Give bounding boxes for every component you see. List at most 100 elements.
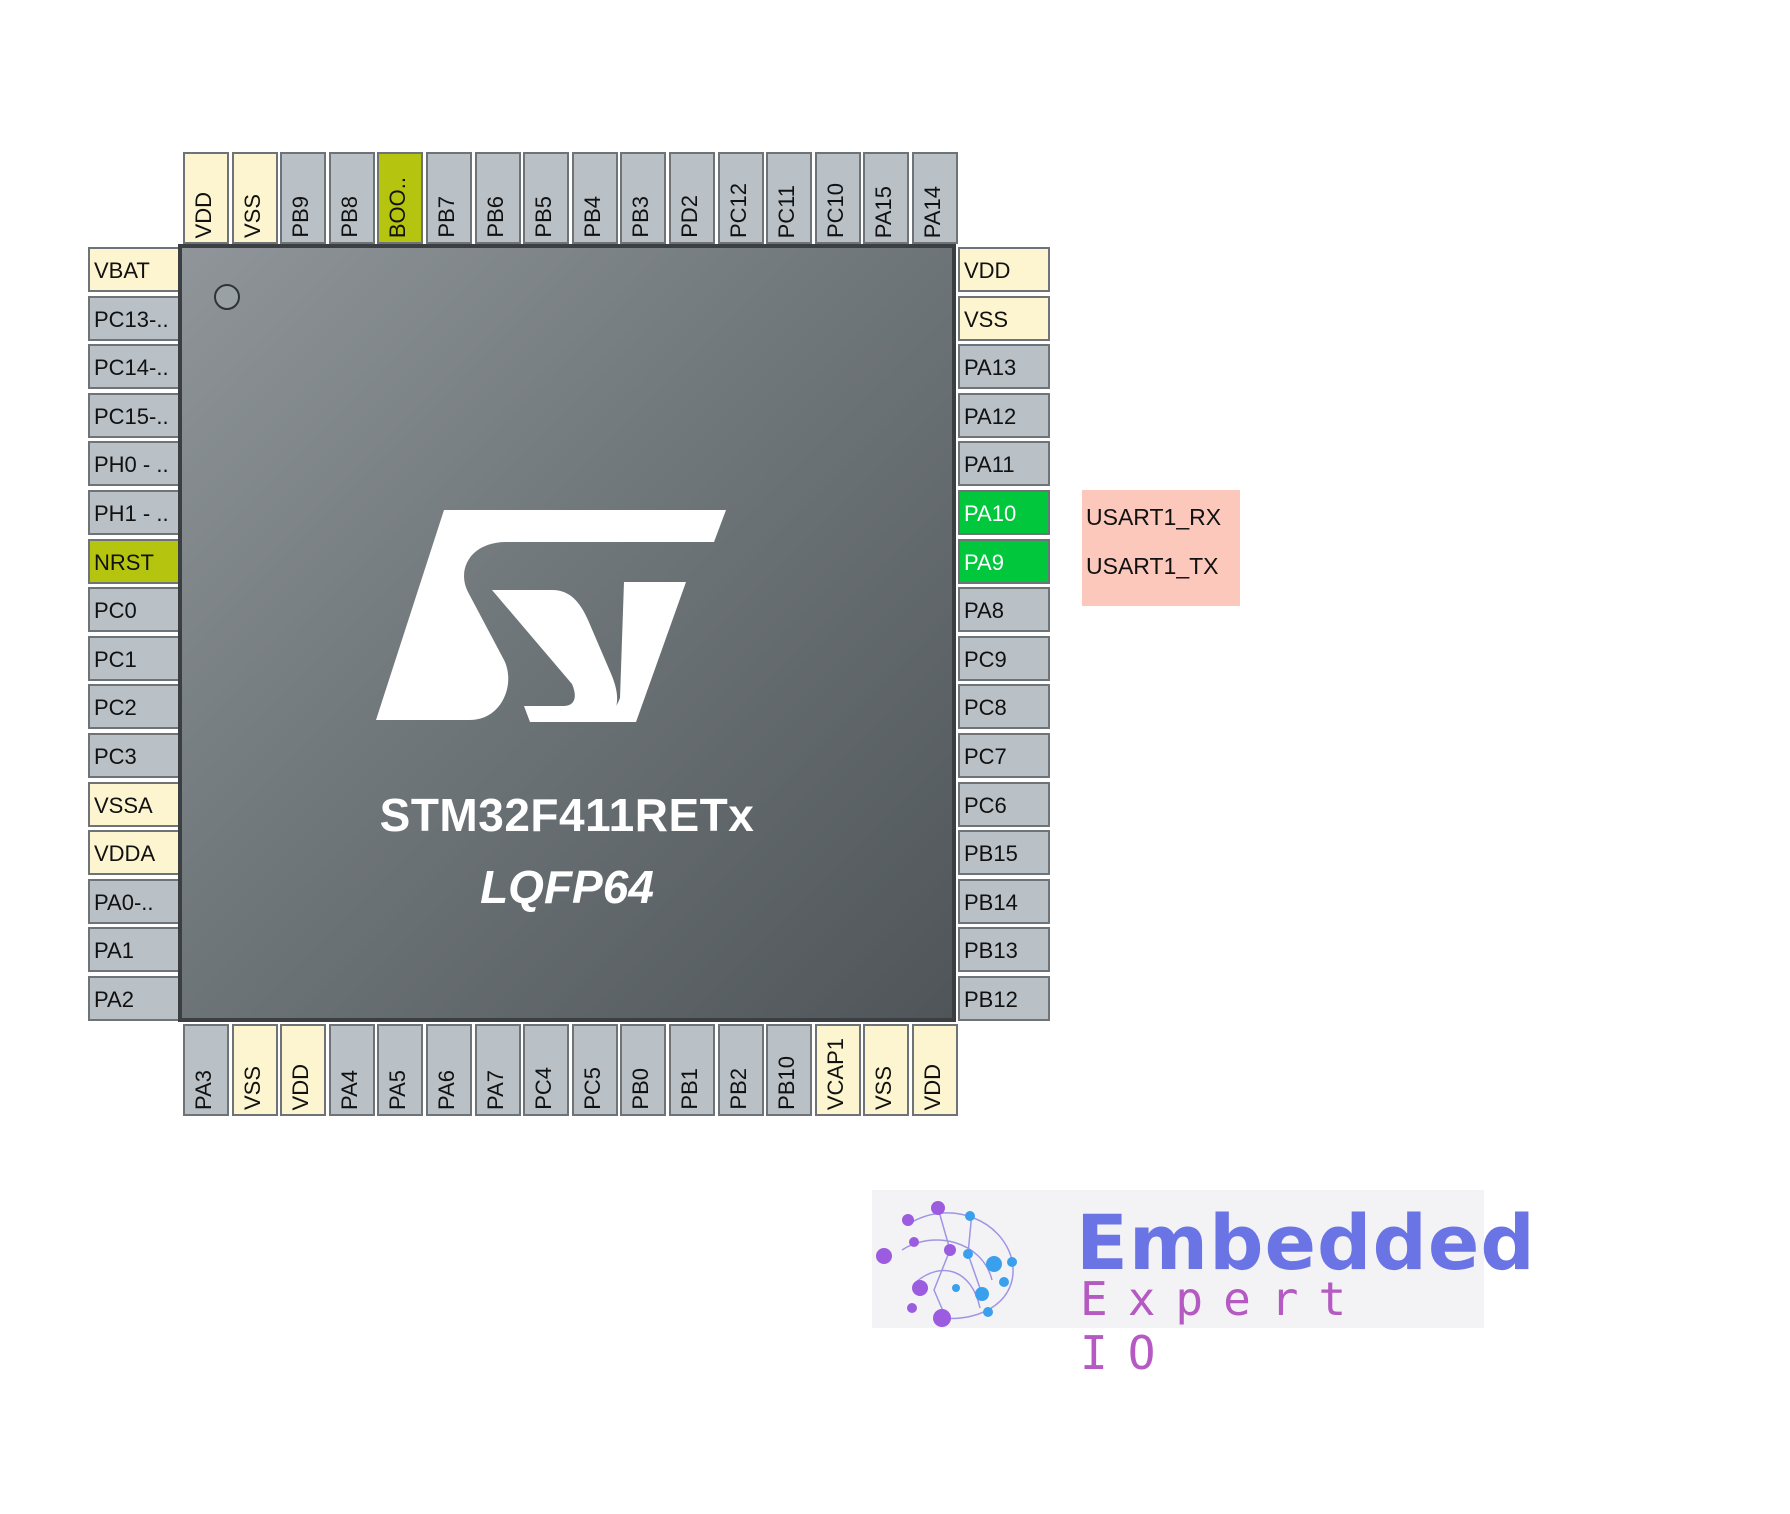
pin-label: PA3 xyxy=(191,1070,216,1110)
pin-top-vdd[interactable]: VDD xyxy=(183,152,229,244)
pin-right-pb13[interactable]: PB13 xyxy=(958,927,1050,973)
pin-bottom-pa3[interactable]: PA3 xyxy=(183,1024,229,1116)
signal-label-usart1-tx[interactable]: USART1_TX xyxy=(1086,553,1219,579)
pin-top-pb6[interactable]: PB6 xyxy=(474,152,521,244)
pin-label: PB6 xyxy=(482,196,508,238)
pin-right-pa13[interactable]: PA13 xyxy=(958,344,1050,390)
pin-label: PB9 xyxy=(288,196,314,238)
pin-top-boo[interactable]: BOO.. xyxy=(377,152,424,244)
pin-bottom-vdd[interactable]: VDD xyxy=(912,1024,958,1116)
pin-label: PC5 xyxy=(579,1067,605,1110)
pin-bottom-pa4[interactable]: PA4 xyxy=(328,1024,375,1116)
pin-bottom-vdd[interactable]: VDD xyxy=(280,1024,327,1116)
pin-top-pc11[interactable]: PC11 xyxy=(766,152,813,244)
pin-right-pb14[interactable]: PB14 xyxy=(958,878,1050,924)
pin-left-vdda[interactable]: VDDA xyxy=(88,830,180,876)
pin-left-pc14[interactable]: PC14-.. xyxy=(88,344,180,390)
pin-top-pc12[interactable]: PC12 xyxy=(717,152,764,244)
pin-label: PA13 xyxy=(964,355,1017,381)
pin-left-pc15[interactable]: PC15-.. xyxy=(88,392,180,438)
pin-bottom-vss[interactable]: VSS xyxy=(863,1024,910,1116)
pin-top-pa15[interactable]: PA15 xyxy=(863,152,910,244)
pin-label: VCAP1 xyxy=(822,1037,848,1110)
pin-left-ph0[interactable]: PH0 - .. xyxy=(88,441,180,487)
pin-right-vdd[interactable]: VDD xyxy=(958,247,1050,292)
pin-top-pb4[interactable]: PB4 xyxy=(571,152,618,244)
pin-left-pc3[interactable]: PC3 xyxy=(88,733,180,778)
pin-right-pa10[interactable]: PA10 xyxy=(958,490,1050,535)
pin-label: VDD xyxy=(288,1063,314,1110)
pin-bottom-pb2[interactable]: PB2 xyxy=(717,1024,764,1116)
pin-top-pb5[interactable]: PB5 xyxy=(523,152,570,244)
brand-logo: Embedded Expert IO xyxy=(872,1190,1535,1380)
pin-bottom-pc4[interactable]: PC4 xyxy=(523,1024,570,1116)
pin-left-pa1[interactable]: PA1 xyxy=(88,927,180,973)
pin-right-vss[interactable]: VSS xyxy=(958,295,1050,341)
pin-bottom-vcap1[interactable]: VCAP1 xyxy=(814,1024,861,1116)
pin-label: PC3 xyxy=(94,744,137,769)
pin-label: PC6 xyxy=(964,792,1007,818)
pin-label: PA12 xyxy=(964,403,1017,429)
pin-label: PA8 xyxy=(964,598,1004,624)
pin-right-pc7[interactable]: PC7 xyxy=(958,733,1050,778)
pin-label: PA7 xyxy=(482,1070,508,1110)
pin-bottom-pa7[interactable]: PA7 xyxy=(474,1024,521,1116)
pin-left-pc0[interactable]: PC0 xyxy=(88,587,180,633)
pin-label: PB12 xyxy=(964,987,1018,1012)
pin-left-vbat[interactable]: VBAT xyxy=(88,247,180,292)
pin-right-pa12[interactable]: PA12 xyxy=(958,392,1050,438)
pin-bottom-pa6[interactable]: PA6 xyxy=(426,1024,472,1116)
pin-label: PD2 xyxy=(677,195,702,238)
pin-left-pc1[interactable]: PC1 xyxy=(88,635,180,681)
pin-right-pc6[interactable]: PC6 xyxy=(958,781,1050,827)
pin-bottom-pb1[interactable]: PB1 xyxy=(669,1024,715,1116)
pin-label: PA11 xyxy=(964,452,1015,478)
pin-bottom-pb10[interactable]: PB10 xyxy=(766,1024,813,1116)
pin-top-vss[interactable]: VSS xyxy=(231,152,278,244)
pin-top-pb8[interactable]: PB8 xyxy=(328,152,375,244)
pin-bottom-pa5[interactable]: PA5 xyxy=(377,1024,424,1116)
signal-label-usart1-rx[interactable]: USART1_RX xyxy=(1086,504,1222,530)
pin-label: PA2 xyxy=(94,987,134,1012)
pin-top-pa14[interactable]: PA14 xyxy=(912,152,958,244)
pin-top-pb9[interactable]: PB9 xyxy=(280,152,327,244)
pin-label: VDDA xyxy=(94,841,156,867)
chip-part-number: STM32F411RETx xyxy=(379,789,755,841)
pin-left-pc2[interactable]: PC2 xyxy=(88,684,180,730)
pin-top-pc10[interactable]: PC10 xyxy=(814,152,861,244)
pin-label: PB3 xyxy=(628,196,654,238)
pin-label: PA0-.. xyxy=(94,889,154,915)
pin-bottom-vss[interactable]: VSS xyxy=(231,1024,278,1116)
pin-label: PC9 xyxy=(964,646,1007,672)
pin-left-vssa[interactable]: VSSA xyxy=(88,781,180,827)
pin-right-pc8[interactable]: PC8 xyxy=(958,684,1050,730)
pin-label: VDD xyxy=(920,1063,945,1110)
pin-right-pb15[interactable]: PB15 xyxy=(958,830,1050,876)
pin-label: PB0 xyxy=(628,1068,654,1110)
pin-label: VSS xyxy=(239,1065,265,1110)
pin-label: PB15 xyxy=(964,841,1018,867)
pin-left-pa0[interactable]: PA0-.. xyxy=(88,878,180,924)
pin-bottom-pb0[interactable]: PB0 xyxy=(620,1024,667,1116)
pin-right-pa8[interactable]: PA8 xyxy=(958,587,1050,633)
pin-top-pd2[interactable]: PD2 xyxy=(669,152,715,244)
pin-left-pa2[interactable]: PA2 xyxy=(88,976,180,1021)
network-globe-icon xyxy=(876,1201,1017,1327)
pin-top-pb7[interactable]: PB7 xyxy=(426,152,472,244)
pin-left-pc13[interactable]: PC13-.. xyxy=(88,295,180,341)
pin-bottom-pc5[interactable]: PC5 xyxy=(571,1024,618,1116)
pin-left-nrst[interactable]: NRST xyxy=(88,538,180,584)
pin-left-ph1[interactable]: PH1 - .. xyxy=(88,490,180,535)
pin-right-pb12[interactable]: PB12 xyxy=(958,976,1050,1021)
pin-label: PC11 xyxy=(774,184,800,238)
pin-label: PC0 xyxy=(94,598,137,624)
pin-label: VSS xyxy=(964,306,1009,332)
pin-right-pa9[interactable]: PA9 xyxy=(958,538,1050,584)
pin-label: PB2 xyxy=(725,1068,751,1110)
pin-top-pb3[interactable]: PB3 xyxy=(620,152,667,244)
pin-label: PC12 xyxy=(725,182,751,238)
pin-right-pc9[interactable]: PC9 xyxy=(958,635,1050,681)
pin-label: PC2 xyxy=(94,695,137,721)
pin-label: PC1 xyxy=(94,646,137,672)
pin-right-pa11[interactable]: PA11 xyxy=(958,441,1050,487)
